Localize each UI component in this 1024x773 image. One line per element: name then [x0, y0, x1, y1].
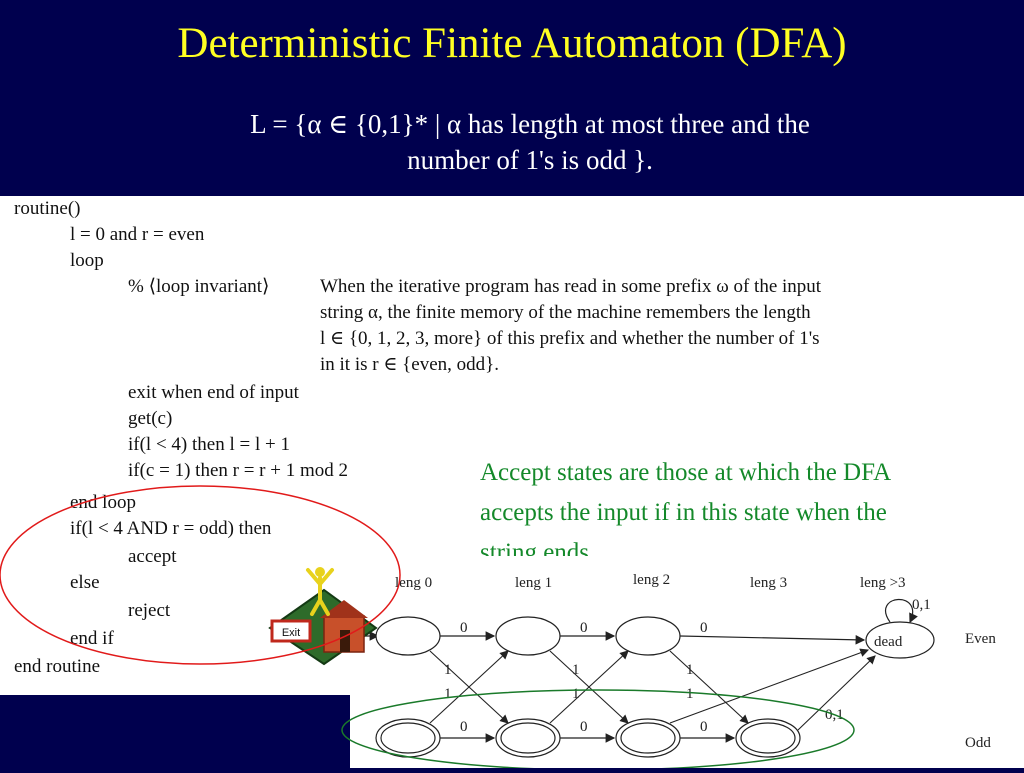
- code-line-invariant-2: string α, the finite memory of the machi…: [320, 302, 811, 323]
- code-line-routine: routine(): [14, 198, 81, 219]
- column-label-leng-3: leng 3: [750, 575, 787, 591]
- one-label-c2: 1: [686, 686, 694, 702]
- dead-state-label: dead: [874, 634, 903, 650]
- code-line-if-c: if(c = 1) then r = r + 1 mod 2: [128, 460, 348, 481]
- state-even-2: [615, 616, 681, 656]
- column-label-leng-0: leng 0: [395, 575, 432, 591]
- dead-loop-label: 0,1: [912, 597, 931, 613]
- state-odd-3: [735, 718, 801, 758]
- code-line-invariant-key: % ⟨loop invariant⟩: [128, 276, 270, 297]
- one-label-b2: 1: [572, 686, 580, 702]
- code-line-invariant-3: l ∈ {0, 1, 2, 3, more} of this prefix an…: [320, 328, 820, 349]
- column-label-leng-gt3: leng >3: [860, 575, 906, 591]
- code-line-reject: reject: [128, 600, 171, 621]
- dfa-diagram: leng 0 leng 1 leng 2 leng 3 leng >3 Even…: [350, 572, 996, 758]
- row-label-odd: Odd: [965, 735, 991, 751]
- language-line-2: number of 1's is odd }.: [407, 145, 653, 175]
- zero-label-o2: 0: [700, 719, 708, 735]
- code-line-invariant-1: When the iterative program has read in s…: [320, 276, 822, 297]
- slide-title: Deterministic Finite Automaton (DFA): [177, 20, 847, 67]
- column-label-leng-1: leng 1: [515, 575, 552, 591]
- one-label-a2: 1: [444, 686, 452, 702]
- state-dead: [865, 621, 935, 659]
- dfa-panel: leng 0 leng 1 leng 2 leng 3 leng >3 Even…: [350, 556, 1024, 768]
- code-line-end-loop: end loop: [70, 492, 136, 513]
- dead-self-loop: [884, 598, 918, 624]
- zero-label-e0: 0: [460, 620, 468, 636]
- code-line-if-len: if(l < 4) then l = l + 1: [128, 434, 290, 455]
- code-line-exit: exit when end of input: [128, 382, 299, 403]
- code-line-end-routine: end routine: [14, 656, 101, 677]
- code-line-invariant-4: in it is r ∈ {even, odd}.: [320, 354, 500, 375]
- state-odd-2: [615, 718, 681, 758]
- one-label-b1: 1: [572, 662, 580, 678]
- code-line-get: get(c): [128, 408, 173, 429]
- zero-label-e1: 0: [580, 620, 588, 636]
- language-line-1: L = {α ∈ {0,1}* | α has length at most t…: [250, 109, 810, 139]
- zero-label-o1: 0: [580, 719, 588, 735]
- exit-sign-clipart: Exit: [268, 567, 378, 666]
- blank-box: [452, 399, 880, 443]
- column-label-leng-2: leng 2: [633, 572, 670, 588]
- state-odd-1: [495, 718, 561, 758]
- row-label-even: Even: [965, 631, 996, 647]
- state-odd-0: [375, 718, 441, 758]
- code-line-accept: accept: [128, 546, 177, 567]
- code-line-init: l = 0 and r = even: [70, 224, 205, 245]
- accept-states-note: Accept states are those at which the DFA…: [480, 459, 890, 566]
- language-definition: L = {α ∈ {0,1}* | α has length at most t…: [150, 106, 910, 178]
- zero-label-o0: 0: [460, 719, 468, 735]
- to-dead-label: 0,1: [825, 707, 844, 723]
- state-even-0: [375, 616, 441, 656]
- exit-sign-label: Exit: [282, 627, 300, 639]
- code-line-else: else: [70, 572, 100, 593]
- code-line-if-accept: if(l < 4 AND r = odd) then: [70, 518, 272, 539]
- zero-label-e2: 0: [700, 620, 708, 636]
- code-line-end-if: end if: [70, 628, 114, 649]
- one-transitions: [429, 648, 876, 731]
- code-line-loop: loop: [70, 250, 104, 271]
- state-even-1: [495, 616, 561, 656]
- one-label-c1: 1: [686, 662, 694, 678]
- one-label-a1: 1: [444, 662, 452, 678]
